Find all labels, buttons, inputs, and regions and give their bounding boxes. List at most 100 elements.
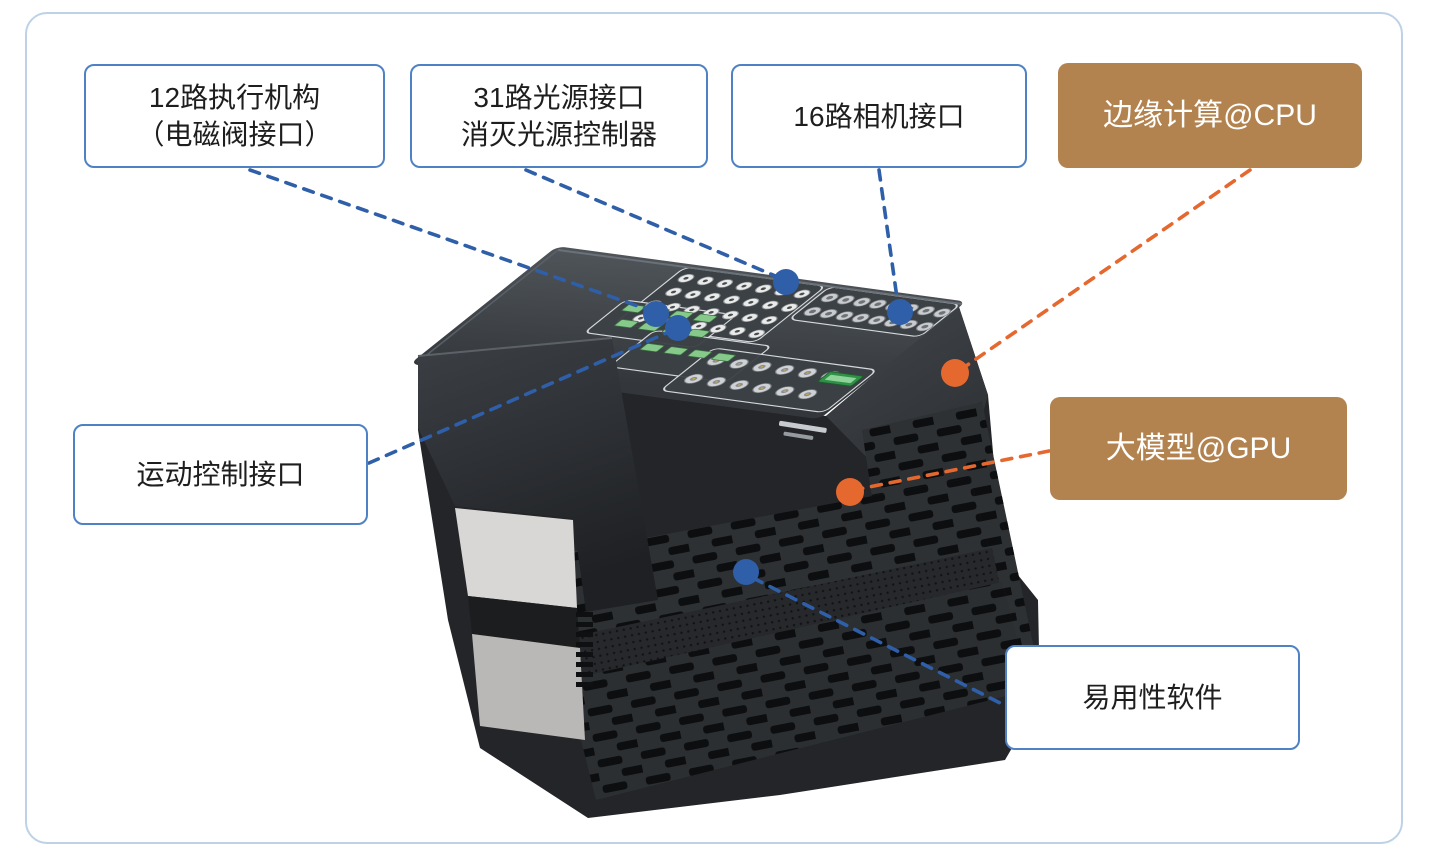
front-connector-pin (760, 387, 764, 389)
terminal-block (692, 313, 718, 323)
heatsink-fin (576, 652, 593, 657)
line-motion (367, 329, 673, 465)
light-connector-center (696, 324, 702, 328)
terminal-block (614, 319, 639, 329)
camera-connector-center (874, 302, 882, 307)
callout-gpu: 大模型@GPU (1050, 397, 1347, 500)
callout-camera: 16路相机接口 (731, 64, 1027, 168)
side-band-dim (472, 634, 585, 740)
callout-light-source-line2: 消灭光源控制器 (460, 119, 657, 150)
top-left-edge (417, 249, 559, 363)
callout-actuator-line1: 12路执行机构 (148, 82, 321, 113)
light-connector-center (670, 290, 677, 294)
terminal-block (687, 349, 712, 359)
heatsink-fin (576, 622, 593, 627)
front-connector-pin (714, 381, 718, 383)
light-connector-center (748, 301, 754, 304)
light-connector-center (708, 311, 714, 314)
brand-label (778, 420, 827, 440)
callout-actuator-line2: （电磁阀接口） (136, 119, 333, 150)
marker-dot-camera (887, 299, 913, 325)
camera-connector-center (858, 300, 866, 304)
camera-connector-center (857, 316, 865, 320)
marker-dot-software (733, 559, 759, 585)
light-connector-center (747, 316, 753, 319)
callout-gpu-label: 大模型@GPU (1105, 431, 1292, 465)
side-band-light (455, 508, 577, 608)
line-light-source (524, 168, 782, 280)
top-back-edge (557, 249, 963, 305)
vent-slots-middle (548, 478, 990, 648)
marker-dot-actuator (643, 301, 669, 327)
mesh-dots (556, 548, 1000, 684)
front-connector-pin (737, 362, 741, 365)
callout-camera-label: 16路相机接口 (793, 100, 965, 132)
camera-connector-center (826, 295, 834, 300)
marker-dot-gpu (836, 478, 864, 506)
vent-slots-lower (566, 582, 1030, 800)
marker-dot-light-source (773, 269, 799, 295)
line-edge-cpu (961, 168, 1252, 370)
camera-connector-center (808, 309, 817, 314)
terminal-block (711, 352, 736, 362)
terminal-block (639, 343, 665, 353)
front-connector-pin (737, 384, 741, 386)
device-hood-cover (418, 338, 658, 612)
callout-motion: 运动控制接口 (73, 424, 368, 525)
light-connector-center (766, 318, 772, 322)
callout-lines (248, 168, 1252, 707)
line-gpu (857, 449, 1051, 491)
marker-dots (643, 269, 969, 585)
camera-connector-center (921, 324, 929, 329)
light-connector-center (715, 327, 721, 331)
camera-connector-center (922, 308, 930, 313)
light-connector-center (690, 293, 696, 296)
light-connector-center (786, 306, 793, 309)
callout-light-source: 31路光源接口 消灭光源控制器 (410, 64, 708, 168)
camera-connector-center (938, 311, 946, 315)
light-connector-center (683, 276, 689, 280)
light-connector-center (734, 329, 740, 333)
callout-actuator: 12路执行机构 （电磁阀接口） (84, 64, 385, 168)
line-actuator (248, 168, 651, 312)
callout-edge-cpu-label: 边缘计算@CPU (1103, 98, 1317, 132)
camera-connector-center (905, 322, 913, 327)
light-connector-center (721, 282, 728, 285)
camera-connector-center (841, 314, 849, 318)
camera-connector-center (825, 311, 833, 316)
front-connector-pin (692, 378, 696, 380)
light-connector-center (689, 308, 695, 312)
light-connector-center (760, 287, 766, 291)
hood-top-edge (417, 337, 613, 357)
side-band-dark-strip (468, 596, 580, 648)
front-connector-pin (806, 393, 810, 396)
light-connector-center (638, 316, 644, 320)
light-connector-center (702, 279, 708, 283)
line-software (751, 576, 1006, 707)
callout-edge-cpu: 边缘计算@CPU (1058, 63, 1362, 168)
heatsink-fin (576, 612, 593, 617)
light-connector-center (799, 292, 805, 296)
callout-motion-label: 运动控制接口 (136, 459, 305, 490)
marker-dot-edge-cpu (941, 359, 969, 387)
light-connector-center (727, 313, 734, 317)
light-connector-center (669, 305, 676, 309)
callout-light-source-line1: 31路光源接口 (473, 82, 645, 113)
heatsink-fins (576, 612, 593, 687)
light-connector-center (728, 298, 735, 302)
line-camera (877, 168, 900, 307)
front-connector-pin (805, 372, 809, 374)
camera-connector-center (842, 298, 850, 302)
front-connector-pin (783, 369, 787, 371)
marker-dot-motion (665, 315, 691, 341)
heatsink-fin (576, 632, 593, 637)
diagram-border-frame (25, 12, 1403, 844)
light-connector-center (753, 332, 760, 336)
light-connector-center (741, 284, 747, 288)
callout-software: 易用性软件 (1005, 645, 1300, 750)
terminal-block (663, 346, 689, 356)
heatsink-fin (576, 672, 593, 677)
light-connector-center (767, 303, 773, 307)
heatsink-fin (576, 642, 593, 647)
front-connector-pin (760, 366, 764, 368)
